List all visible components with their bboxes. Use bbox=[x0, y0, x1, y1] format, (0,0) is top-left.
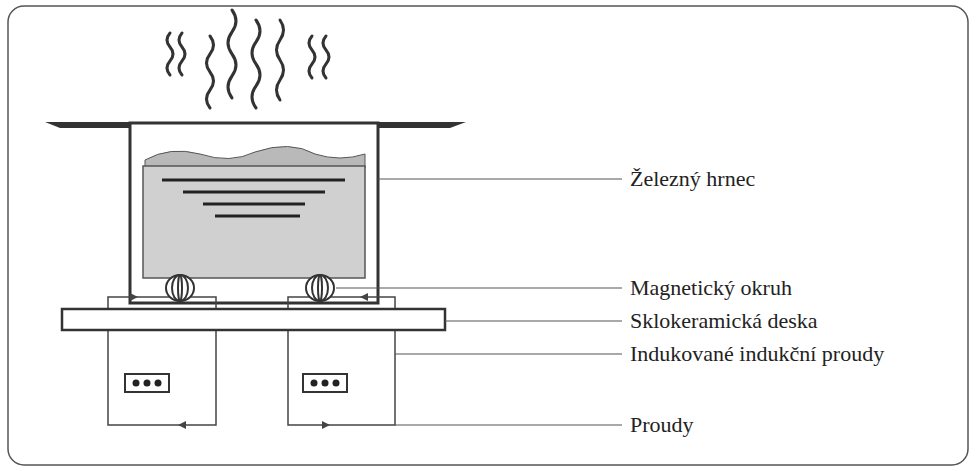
iron-pot bbox=[130, 123, 378, 303]
part-label: Proudy bbox=[628, 412, 696, 438]
water bbox=[143, 166, 365, 278]
magnetic-circuit bbox=[166, 275, 334, 301]
part-label: Indukované indukční proudy bbox=[628, 341, 886, 367]
leader-lines bbox=[336, 179, 622, 425]
glass-ceramic-plate bbox=[62, 309, 445, 330]
pot-handle bbox=[45, 122, 130, 128]
heat-lines bbox=[162, 180, 345, 216]
pot-handle bbox=[378, 122, 466, 128]
part-label: Magnetický okruh bbox=[628, 275, 794, 301]
water-surface bbox=[145, 146, 365, 168]
part-label: Železný hrnec bbox=[628, 166, 757, 192]
part-label: Sklokeramická deska bbox=[628, 308, 820, 334]
steam bbox=[167, 10, 329, 108]
eddy-currents bbox=[125, 374, 347, 392]
frame bbox=[8, 6, 968, 465]
